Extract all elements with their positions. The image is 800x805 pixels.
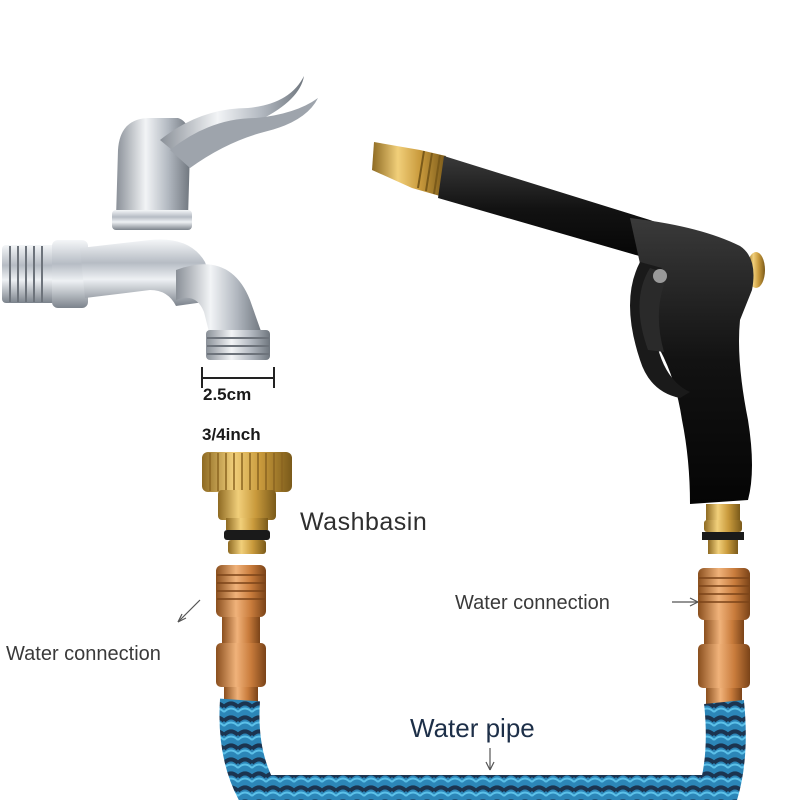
thread-size-label: 3/4inch	[202, 425, 261, 444]
hose-connector-icon	[698, 568, 750, 706]
washbasin-label: Washbasin	[300, 508, 428, 536]
pointer-arrow-washbasin	[177, 599, 201, 623]
water-connection-label-left: Water connection	[6, 643, 161, 665]
hose-icon	[219, 698, 746, 805]
width-dimension-bracket	[201, 367, 275, 388]
hose-connector-icon	[216, 565, 266, 705]
brass-adapter-icon	[202, 452, 292, 554]
pointer-arrow-water-pipe	[485, 748, 495, 771]
spray-gun-icon	[372, 142, 765, 554]
pointer-arrow-right-connection	[672, 597, 699, 607]
width-label: 2.5cm	[203, 385, 252, 404]
faucet-icon	[2, 76, 318, 360]
water-connection-label-right: Water connection	[455, 592, 610, 614]
water-pipe-label: Water pipe	[410, 713, 535, 743]
